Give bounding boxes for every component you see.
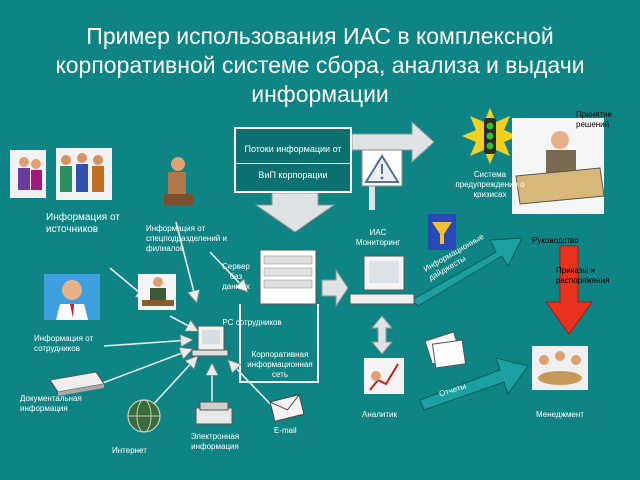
flow-right-arrow	[351, 120, 435, 164]
funnel-filter-icon	[428, 214, 456, 250]
reports-papers-icon	[424, 331, 467, 369]
email-label: E-mail	[274, 426, 297, 435]
executive-desk-icon	[512, 118, 605, 214]
documentary-info-label: Документальная информация	[20, 394, 82, 413]
electronic-device-icon	[195, 401, 233, 425]
reports-arrow	[419, 357, 529, 411]
arrow-officer-to-pc	[169, 315, 196, 330]
page-title: Пример использования ИАС в комплексной к…	[55, 23, 585, 107]
arrow-divisions-to-pc	[175, 221, 196, 300]
server-to-ias-arrow	[321, 268, 349, 308]
digests-arrow	[411, 237, 523, 307]
info-divisions-label: Информация от спецподразделений и филиал…	[146, 224, 227, 253]
management-meeting-icon	[532, 346, 588, 390]
top-management-label: Руководство	[532, 236, 579, 245]
arrow-email-to-pc	[230, 362, 277, 411]
info-flows-label: Потоки информации от	[244, 144, 342, 154]
globe-icon	[127, 399, 161, 433]
warning-system-label: Система предупреждения о кризисах	[455, 170, 525, 199]
info-employees-label: Информация от сотрудников	[34, 334, 94, 353]
pc-employees-icon	[191, 325, 229, 357]
corporate-net-line	[239, 304, 319, 383]
arrow-employees-to-pc	[103, 340, 190, 346]
decision-making-label: Принятие решений	[576, 110, 612, 129]
database-server-icon	[259, 249, 317, 305]
flows-down-arrow	[254, 192, 336, 233]
management-label: Менеджмент	[536, 410, 584, 419]
internet-label: Интернет	[112, 446, 147, 455]
employee-portrait-icon	[44, 274, 100, 320]
electronic-info-label: Электронная информация	[190, 432, 240, 451]
warning-sign-icon	[361, 149, 403, 187]
info-flows-source-label: ВиП корпорации	[258, 170, 328, 180]
monitoring-pc-icon	[349, 255, 415, 305]
traffic-light-icon	[462, 108, 518, 164]
officer-desk-icon	[138, 274, 176, 310]
info-flows-box	[234, 127, 352, 193]
arrow-docs-to-pc	[99, 350, 190, 385]
arrow-internet-to-pc	[149, 358, 196, 409]
server-label: Сервер баз данных	[222, 262, 250, 291]
scanner-icon	[49, 371, 105, 396]
info-flows-line-separator	[236, 155, 350, 164]
people-sources-icon	[10, 148, 112, 200]
info-sources-label: Информация от источников	[46, 212, 120, 235]
analyst-label: Аналитик	[362, 410, 397, 419]
ias-monitoring-label: ИАС Мониторинг	[355, 228, 401, 247]
orders-red-arrow	[545, 245, 593, 335]
thinking-person-icon	[164, 157, 194, 206]
email-envelopes-icon	[269, 394, 305, 422]
corporate-net-label: Корпоративная информационная сеть	[247, 350, 313, 379]
ias-analyst-double-arrow	[370, 315, 394, 355]
pc-employees-label: PC сотрудников	[222, 318, 282, 327]
orders-label: Приказы и распоряжения	[556, 266, 610, 285]
arrow-pc-to-server	[209, 251, 246, 290]
analyst-icon	[364, 358, 404, 394]
